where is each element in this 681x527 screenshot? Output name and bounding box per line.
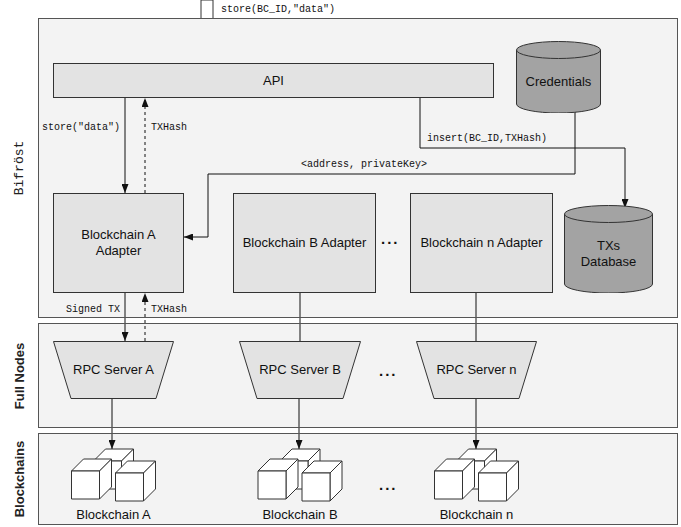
blockchain-group: Blockchain A: [53, 439, 174, 525]
layer-band: BlockchainsBlockchain ABlockchain BBlock…: [38, 433, 678, 525]
rpc-server: RPC Server n: [416, 341, 537, 399]
connector: [112, 399, 113, 449]
connector: [299, 399, 300, 449]
edge-label: TXHash: [150, 122, 188, 134]
cube-stack: [72, 449, 156, 501]
node-label: Blockchain B Adapter: [243, 235, 367, 251]
cube-side: [100, 459, 112, 499]
cube-front: [479, 473, 507, 501]
trapezoid-outline: [240, 342, 361, 399]
cube-side: [507, 461, 519, 501]
cube-side: [330, 461, 342, 501]
ellipsis-mark: ...: [379, 476, 398, 493]
dashed-connector: [145, 98, 146, 193]
cube-stack: [435, 449, 519, 501]
cylinder-top: [565, 206, 653, 223]
connector: [476, 399, 477, 449]
trapezoid-outline: [54, 342, 174, 399]
edge-label: store("data"): [41, 122, 121, 134]
database-cylinder: Credentials: [516, 41, 601, 113]
connector: [125, 98, 126, 193]
node-label: TXs Database: [569, 238, 648, 270]
cylinder-body: [565, 214, 653, 293]
edge-label: insert(BC_ID,TXHash): [426, 133, 548, 145]
process-box: API: [53, 63, 494, 98]
node-label: API: [263, 73, 284, 89]
node-label: Blockchain n Adapter: [420, 235, 542, 251]
node-label: Blockchain A: [53, 507, 174, 523]
cube-front: [72, 471, 100, 499]
cube-stack: [258, 449, 342, 501]
cube-front: [116, 473, 144, 501]
cube-front: [435, 471, 463, 499]
cylinder-top: [517, 42, 601, 59]
database-cylinder: TXs Database: [564, 205, 653, 293]
process-box: Blockchain B Adapter: [233, 193, 376, 293]
node-label: Credentials: [526, 74, 592, 90]
node-label: Blockchain n: [416, 507, 537, 523]
node-label: RPC Server A: [73, 362, 154, 378]
connector: [420, 98, 625, 208]
cube-side: [286, 459, 298, 499]
cube-front: [258, 471, 286, 499]
input-call-label: store(BC_ID,"data"): [220, 4, 336, 16]
cylinder-body: [517, 50, 601, 113]
connector: [125, 293, 126, 341]
blockchain-group: Blockchain n: [416, 439, 537, 525]
edge-label: <address, privateKey>: [300, 159, 428, 171]
band-label: Bifröst: [12, 141, 27, 196]
dashed-connector: [145, 293, 146, 341]
blockchain-group: Blockchain B: [239, 439, 361, 525]
layer-band: Full NodesRPC Server ARPC Server BRPC Se…: [38, 323, 678, 428]
ellipsis-mark: ...: [381, 230, 400, 247]
band-fill: [38, 433, 678, 525]
band-fill: [38, 323, 678, 428]
band-label: Full Nodes: [12, 342, 27, 408]
edge-label: Signed TX: [65, 304, 121, 316]
node-label: Blockchain A Adapter: [62, 227, 175, 259]
band-fill: [38, 18, 678, 318]
node-label: Blockchain B: [239, 507, 361, 523]
cube-front: [302, 473, 330, 501]
process-box: Blockchain n Adapter: [410, 193, 553, 293]
trapezoid-outline: [417, 342, 537, 399]
process-box: Blockchain A Adapter: [53, 193, 184, 293]
cube-side: [144, 461, 156, 501]
node-label: RPC Server B: [259, 362, 341, 378]
cube-side: [463, 459, 475, 499]
band-label: Blockchains: [12, 441, 27, 518]
ellipsis-mark: ...: [379, 362, 398, 379]
rpc-server: RPC Server A: [53, 341, 174, 399]
node-label: RPC Server n: [436, 362, 516, 378]
connector: [476, 293, 477, 341]
connector: [300, 293, 301, 341]
edge-label: TXHash: [150, 304, 188, 316]
rpc-server: RPC Server B: [239, 341, 361, 399]
